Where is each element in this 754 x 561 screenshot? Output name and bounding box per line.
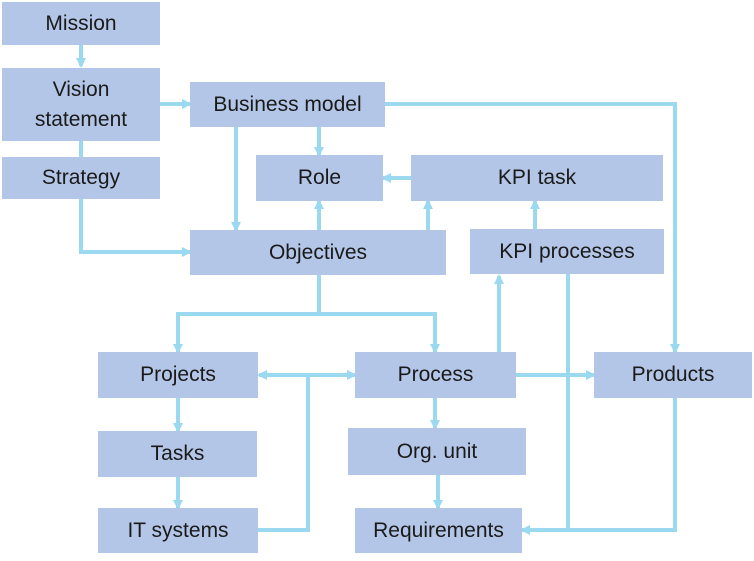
arrow-strategy-to-objectives [79,199,192,257]
objectives-label: Objectives [268,240,368,264]
vision-label-line2: statement [34,107,128,131]
business-model-label: Business model [213,92,362,116]
kpi-task-label: KPI task [497,166,577,189]
arrow-business-model-to-products [385,102,680,354]
role-label: Role [297,166,342,189]
mission-label: Mission [45,11,117,35]
kpi-processes-box: KPI processes [470,229,664,274]
projects-label: Projects [140,363,216,386]
kpi-processes-label: KPI processes [499,239,635,263]
process-box: Process [355,352,516,398]
requirements-box: Requirements [355,508,522,553]
line-it-systems-to-junction [258,375,310,532]
products-box: Products [594,352,752,398]
arrow-products-to-requirements [520,398,677,535]
arrow-objectives-to-process [319,312,440,354]
products-label: Products [631,363,715,386]
kpi-task-box: KPI task [411,155,663,201]
strategy-label: Strategy [41,166,121,189]
org-unit-box: Org. unit [348,428,526,475]
vision-label-line1: Vision [52,77,110,101]
projects-box: Projects [98,352,258,398]
org-unit-label: Org. unit [396,439,478,463]
it-systems-label: IT systems [127,518,229,542]
arrow-objectives-to-projects [173,312,319,354]
tasks-box: Tasks [98,431,257,477]
process-label: Process [397,363,474,386]
role-box: Role [256,155,383,201]
it-systems-box: IT systems [98,508,258,553]
requirements-label: Requirements [373,518,504,542]
tasks-label: Tasks [150,442,205,465]
mission-box: Mission [2,2,160,45]
business-model-box: Business model [190,82,385,127]
objectives-box: Objectives [190,230,446,275]
vision-statement-box: Vision statement [2,68,160,141]
strategy-box: Strategy [2,157,160,199]
